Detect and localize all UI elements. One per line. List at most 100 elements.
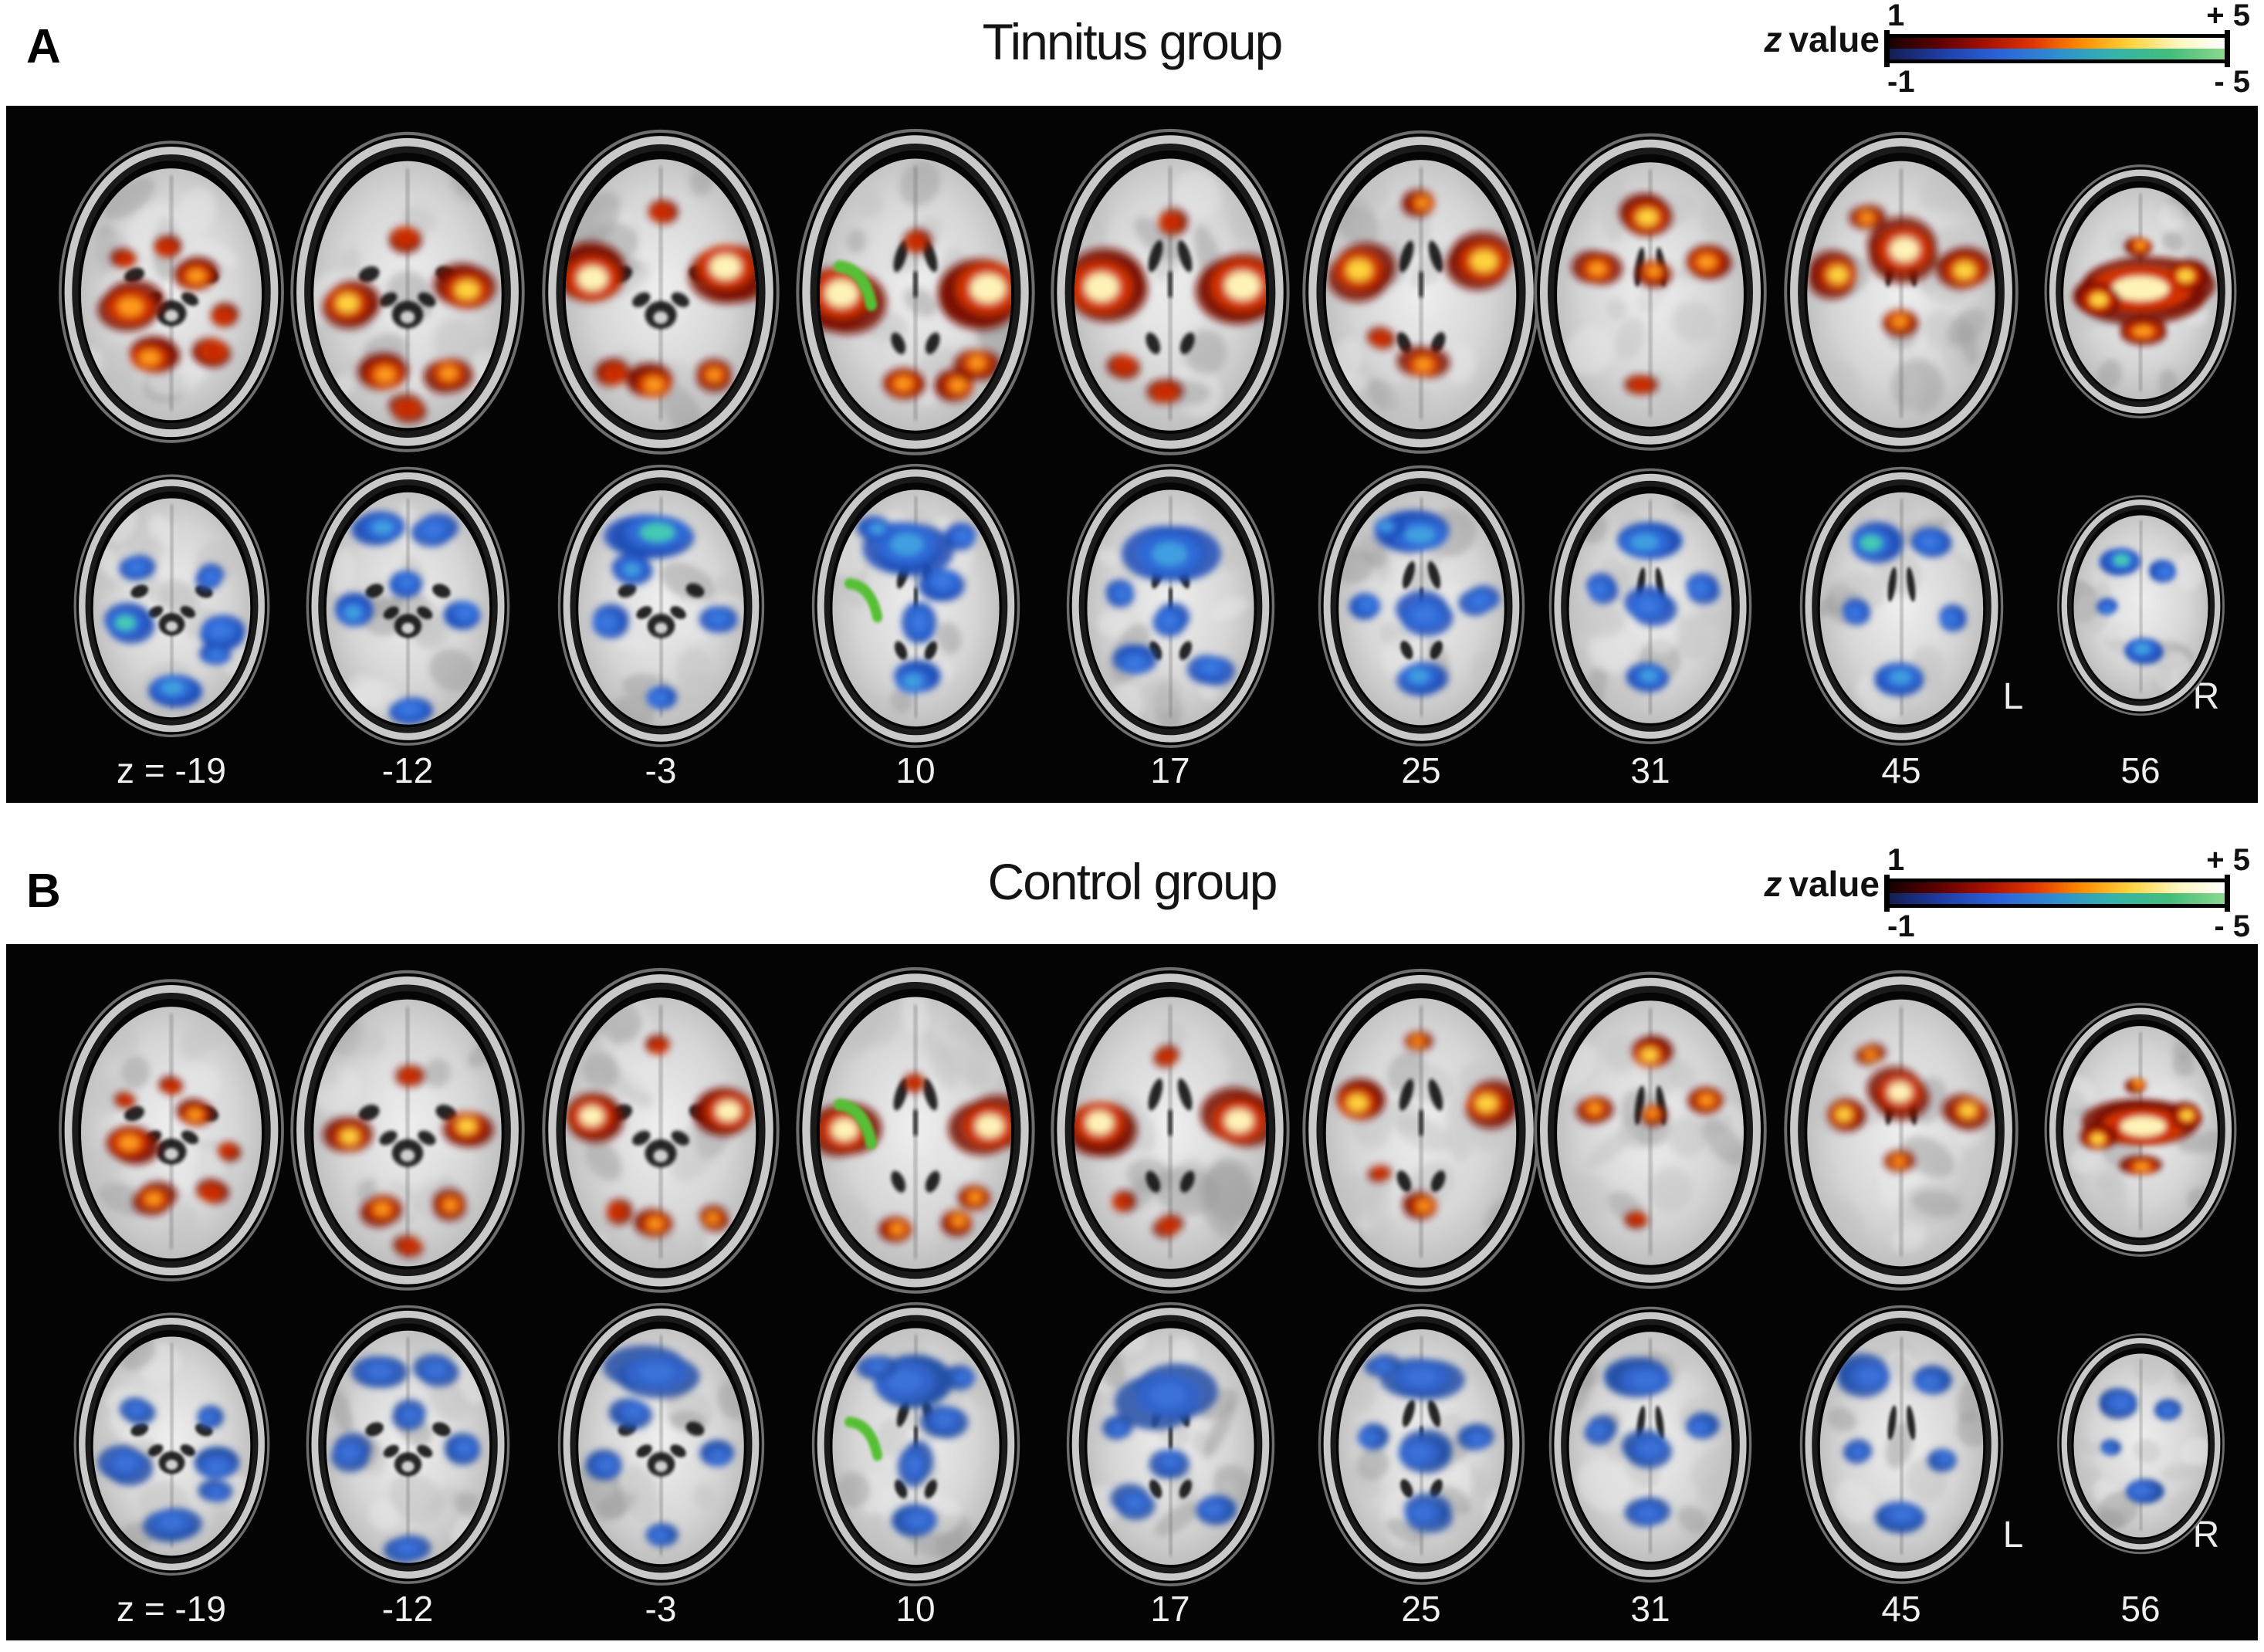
colorbar-bar [1884, 875, 2230, 912]
colorbar-tick-min-pos: 1 [1887, 843, 1905, 877]
slice-z-label: 45 [1881, 750, 1921, 790]
brain-slice-image [1051, 128, 1290, 455]
slice-z-label: 56 [2120, 1589, 2161, 1629]
brain-slice-image [542, 967, 780, 1293]
brain-slice-hot-z10 [793, 123, 1038, 456]
colorbar-ticks-top: 1 + 5 [1887, 845, 2250, 875]
orientation-left-label: L [2002, 1515, 2024, 1556]
colorbar-cool-gradient [1887, 893, 2227, 904]
brain-slice-image [1548, 1306, 1752, 1583]
brain-slice-image [1318, 1303, 1525, 1585]
brain-slice-hot-z45 [1781, 964, 2022, 1291]
brain-slice-cool-z56 [2055, 1329, 2227, 1555]
brain-slice-cool-z31 [1546, 463, 1755, 745]
brain-slice-hot-z-12 [287, 964, 528, 1291]
colorbar-endcap-left [1884, 875, 1890, 912]
brain-slice-hot-z56 [2042, 998, 2239, 1258]
brain-slice-cool-z25 [1315, 460, 1528, 747]
slice-z-label: -3 [645, 1589, 677, 1629]
slice-z-label: 17 [1150, 1589, 1190, 1629]
brain-slice-image [2056, 1333, 2225, 1555]
brain-slice-cool-z-3 [555, 1298, 767, 1586]
colorbar-ticks-bottom: -1 - 5 [1887, 66, 2250, 97]
brain-slice-image [290, 970, 525, 1291]
brain-slice-image [811, 463, 1020, 748]
brain-slice-cool-z-12 [303, 1300, 513, 1585]
brain-slice-image [59, 979, 284, 1281]
colorbar-tick-min-neg: -1 [1887, 65, 1915, 99]
brain-slice-cool-z-19 [71, 1308, 272, 1576]
colorbar-label-word: value [1789, 19, 1880, 59]
colorbar-endcap-right [2225, 30, 2230, 67]
brain-slice-image [557, 464, 764, 747]
brain-slice-cool-z31 [1546, 1302, 1755, 1583]
colorbar-border-bottom [1887, 904, 2227, 908]
brain-slice-image [1784, 970, 2019, 1291]
colorbar-endcap-right [2225, 875, 2230, 912]
brain-slice-hot-z25 [1299, 963, 1543, 1293]
slice-z-label: 25 [1401, 1589, 1441, 1629]
slice-z-label: 45 [1881, 1589, 1921, 1629]
colorbar-hot-gradient [1887, 38, 2227, 49]
brain-slice-image [1302, 968, 1540, 1292]
brain-slice-cool-z-3 [555, 459, 767, 748]
colorbar-ticks-top: 1 + 5 [1887, 0, 2250, 31]
brain-slice-cool-z45 [1797, 462, 2006, 746]
panel-a-title: Tinnitus group [982, 13, 1284, 70]
slice-z-label: -12 [381, 1589, 434, 1629]
brain-slice-image [1548, 468, 1752, 744]
brain-slice-hot-z-19 [56, 135, 287, 444]
slice-z-label: 31 [1630, 1589, 1670, 1629]
brain-slice-hot-z-12 [287, 126, 528, 453]
orientation-left-label: L [2002, 676, 2024, 717]
z-symbol: z [1764, 19, 1782, 59]
colorbar-endcap-left [1884, 30, 1890, 67]
brain-slice-image [1534, 971, 1767, 1289]
brain-slice-image [73, 1312, 269, 1576]
brain-slice-hot-z31 [1531, 966, 1770, 1290]
colorbar-tick-max-neg: - 5 [2214, 65, 2250, 99]
colorbar-border-top [1887, 34, 2227, 38]
brain-slice-image [1066, 463, 1274, 748]
brain-slice-image [796, 128, 1035, 455]
slice-z-label: z = -19 [117, 1589, 226, 1629]
brain-slice-cool-z45 [1797, 1300, 2006, 1585]
brain-slice-image [811, 1302, 1020, 1586]
brain-slice-cool-z17 [1064, 1297, 1278, 1587]
brain-slice-image [1799, 466, 2003, 746]
z-symbol: z [1764, 864, 1782, 904]
brain-slice-hot-z56 [2042, 160, 2239, 419]
brain-slice-image [290, 131, 525, 452]
colorbar-hot-gradient [1887, 882, 2227, 893]
slice-z-label: -3 [645, 750, 677, 790]
slice-z-label: 56 [2120, 750, 2161, 790]
colorbar-border-top [1887, 878, 2227, 882]
colorbar-label-word: value [1789, 864, 1880, 904]
panel-b-z-labels: z = -19 -12 -3 10 17 25 31 45 56 [6, 1591, 2258, 1639]
colorbar-cool-gradient [1887, 49, 2227, 59]
brain-slice-hot-z25 [1299, 124, 1543, 455]
brain-slice-hot-z-3 [539, 124, 783, 455]
brain-slice-image [306, 1305, 509, 1584]
colorbar-border-bottom [1887, 59, 2227, 63]
brain-slice-hot-z17 [1047, 961, 1293, 1295]
brain-slice-image [557, 1302, 764, 1586]
brain-slice-cool-z10 [809, 459, 1023, 749]
brain-slice-cool-z-19 [71, 469, 272, 738]
brain-slice-cool-z56 [2055, 491, 2227, 716]
brain-slice-image [1051, 966, 1290, 1294]
brain-slice-image [73, 474, 269, 737]
brain-slice-cool-z-12 [303, 462, 513, 746]
brain-slice-image [2056, 495, 2225, 716]
colorbar-ticks-bottom: -1 - 5 [1887, 911, 2250, 942]
slice-z-label: 10 [895, 1589, 936, 1629]
panel-a-label: A [26, 20, 61, 73]
brain-slice-cool-z10 [809, 1297, 1023, 1587]
brain-slice-hot-z31 [1531, 127, 1770, 452]
